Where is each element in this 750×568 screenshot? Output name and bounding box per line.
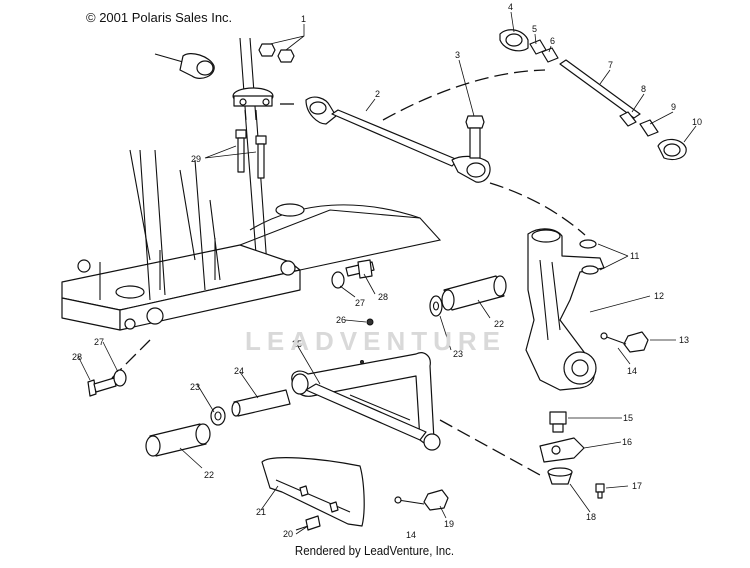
callout-18: 18 — [586, 512, 596, 522]
callout-20: 20 — [283, 529, 293, 539]
callout-4: 4 — [508, 2, 513, 12]
bolt-28-upper — [345, 259, 375, 279]
callout-27-upper: 27 — [355, 298, 365, 308]
callout-2: 2 — [375, 89, 380, 99]
bolt-28-lower — [87, 377, 117, 397]
washer-27-upper — [331, 271, 345, 289]
callout-28-upper: 28 — [378, 292, 388, 302]
castle-nut-19 — [423, 489, 449, 511]
callout-24: 24 — [234, 366, 244, 376]
callout-6: 6 — [550, 36, 555, 46]
callout-14-upper: 14 — [627, 366, 637, 376]
callout-3: 3 — [455, 50, 460, 60]
screw-20 — [295, 515, 321, 531]
nut-1-pair — [258, 43, 295, 63]
callout-28-lower: 28 — [72, 352, 82, 362]
callout-23-upper: 23 — [453, 349, 463, 359]
callout-10: 10 — [692, 117, 702, 127]
callout-9: 9 — [671, 102, 676, 112]
callout-27-lower: 27 — [94, 337, 104, 347]
footer-credit: Rendered by LeadVenture, Inc. — [0, 544, 750, 558]
bushing-22-upper — [441, 275, 507, 311]
bushing-22-lower — [145, 423, 211, 457]
watermark: LEADVENTURE — [245, 326, 507, 356]
callout-12: 12 — [654, 291, 664, 301]
washer-27-lower — [113, 369, 127, 387]
callout-16: 16 — [622, 437, 632, 447]
callout-22-upper: 22 — [494, 319, 504, 329]
callout-1: 1 — [301, 14, 306, 24]
assembly-line-tierod-knuckle — [489, 182, 586, 236]
callout-8: 8 — [641, 84, 646, 94]
sleeve-24 — [231, 389, 291, 417]
copyright-text: © 2001 Polaris Sales Inc. — [86, 10, 233, 25]
callout-13: 13 — [679, 335, 689, 345]
steering-knuckle — [525, 228, 605, 391]
washer-23-lower — [210, 406, 226, 426]
castle-nut-13 — [623, 331, 649, 353]
callout-7: 7 — [608, 60, 613, 70]
callout-25: 25 — [292, 339, 302, 349]
tie-rod-assembly — [305, 96, 491, 183]
grease-fitting-26 — [366, 318, 374, 326]
washer-23-upper — [429, 295, 443, 317]
callout-11: 11 — [630, 251, 639, 261]
callout-14-lower: 14 — [406, 530, 416, 540]
assembly-line-arm-knuckle — [439, 419, 541, 476]
frame-assembly — [61, 149, 442, 331]
callout-19: 19 — [444, 519, 454, 529]
tie-rod-end-assembly — [499, 29, 687, 161]
a-arm-guard — [261, 457, 365, 527]
callout-17: 17 — [632, 481, 642, 491]
bolt-29-pair — [235, 129, 267, 179]
callout-29: 29 — [191, 154, 201, 164]
callout-5: 5 — [532, 24, 537, 34]
callout-21: 21 — [256, 507, 266, 517]
callout-15: 15 — [623, 413, 633, 423]
callout-numbers: 1 2 3 4 5 6 7 8 9 10 11 12 13 14 14 15 1… — [72, 2, 702, 540]
assembly-line-tierod — [382, 69, 546, 121]
ball-joint-assembly — [539, 411, 605, 499]
callout-22-lower: 22 — [204, 470, 214, 480]
footer-text: Rendered by LeadVenture, Inc. — [295, 544, 455, 558]
cotter-pin-14-upper — [600, 332, 627, 345]
a-arm — [291, 352, 441, 451]
callout-23-lower: 23 — [190, 382, 200, 392]
cotter-pin-14-lower — [394, 496, 425, 505]
steering-post — [154, 37, 274, 281]
leader-lines — [77, 11, 697, 535]
callout-26: 26 — [336, 315, 346, 325]
bolt-3 — [465, 115, 485, 159]
